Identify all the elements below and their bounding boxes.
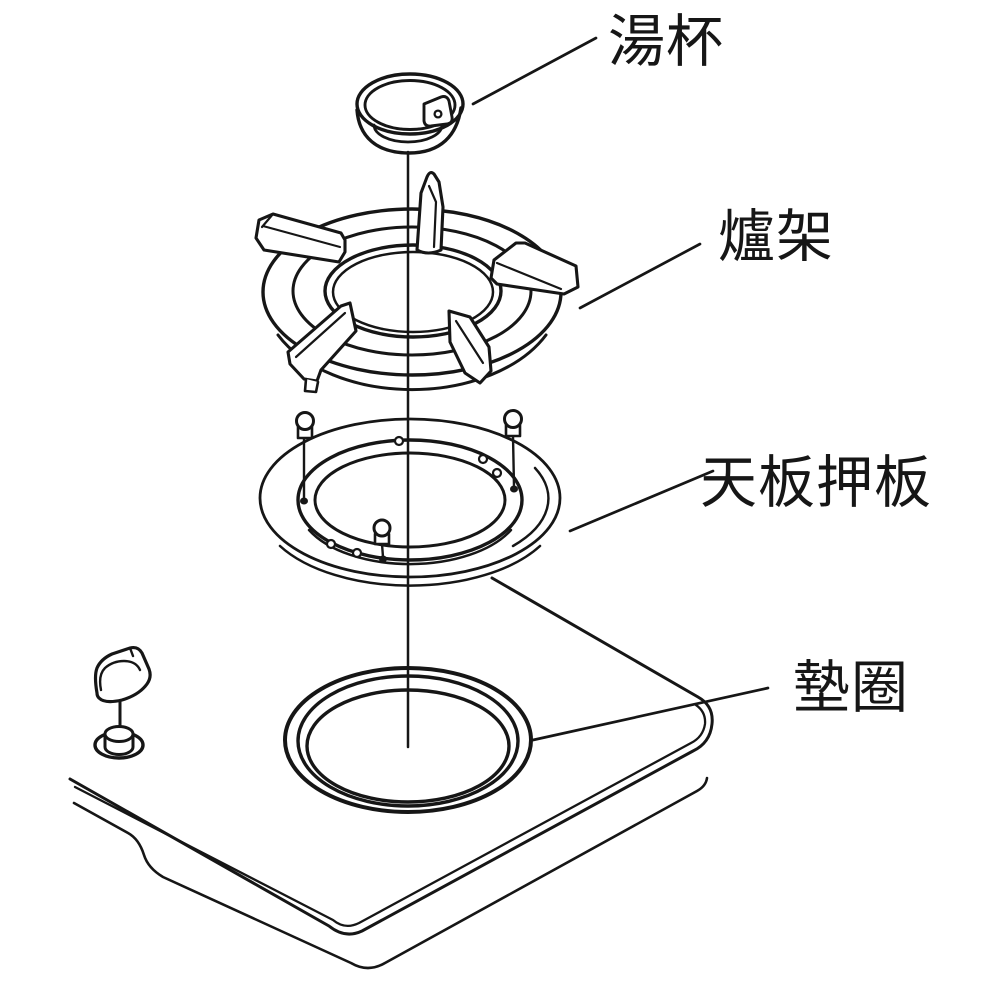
screw-shaft xyxy=(380,542,385,559)
plate-hole xyxy=(325,538,337,550)
plate-hole xyxy=(477,453,489,465)
prong-lower-left-foot xyxy=(303,377,320,394)
cup-tab-hole xyxy=(433,109,443,119)
screw-head xyxy=(295,411,315,431)
plate-outer-edge xyxy=(68,576,714,936)
leader-lines xyxy=(471,36,770,742)
cup-rim-outer xyxy=(355,72,465,136)
press-plate-outer-rim xyxy=(258,417,562,579)
screw-right xyxy=(503,409,523,493)
press-plate-holes xyxy=(325,435,503,559)
leader-press-plate xyxy=(568,469,715,533)
plate-hole xyxy=(491,467,503,479)
knob-body xyxy=(93,645,152,704)
screw-bottom xyxy=(372,518,392,563)
prong-lower-left-fold xyxy=(294,311,347,359)
leader-burner-grate xyxy=(578,242,702,310)
prong-top-fold xyxy=(427,184,438,249)
label-soup-cup: 湯杯 xyxy=(608,10,724,74)
screw-head xyxy=(503,409,523,429)
label-top-press-plate: 天板押板 xyxy=(700,451,932,515)
plate-thickness-edge xyxy=(72,776,709,970)
leader-gasket xyxy=(531,686,770,742)
prong-top xyxy=(415,171,445,255)
grate-inner-ring-2 xyxy=(331,250,495,334)
prong-upper-left-fold xyxy=(260,212,342,249)
screw-shaft xyxy=(511,434,516,489)
screw-tip xyxy=(300,497,308,505)
prong-right xyxy=(489,241,580,296)
press-plate-band-outer xyxy=(296,438,524,562)
control-knob xyxy=(93,645,152,760)
leader-soup-cup xyxy=(471,36,598,106)
burner-grate xyxy=(254,171,580,394)
plate-hole xyxy=(351,547,363,559)
prong-right-fold xyxy=(495,261,563,291)
screw-head xyxy=(372,518,392,538)
grate-inner-ring xyxy=(323,243,503,339)
prong-upper-left xyxy=(254,212,347,264)
press-plate xyxy=(258,409,562,587)
knob-base-cylinder-top xyxy=(103,725,135,743)
plate-hole xyxy=(393,435,405,447)
knob-top-notch xyxy=(128,646,135,658)
label-gasket: 墊圈 xyxy=(793,656,909,720)
prong-lower-right xyxy=(447,309,493,385)
prong-lower-right-fold xyxy=(454,319,485,365)
screw-tip xyxy=(510,485,518,493)
grate-middle-ring xyxy=(291,225,533,357)
cup-inner-bottom xyxy=(372,123,444,144)
label-burner-grate: 爐架 xyxy=(718,205,834,269)
plate-inner-edge xyxy=(73,703,707,928)
press-plate-outer-thickness xyxy=(278,544,542,587)
press-plate-band-inner xyxy=(313,451,507,549)
knob-face-line xyxy=(98,659,142,692)
grate-prongs xyxy=(254,171,580,394)
stove-top-plate xyxy=(68,576,714,970)
screw-left xyxy=(295,411,315,505)
press-plate-rim-break-arc xyxy=(511,466,550,548)
screw-tip xyxy=(379,555,387,563)
prong-lower-left xyxy=(286,301,358,383)
cup-rim-inner xyxy=(363,79,457,131)
soup-cup xyxy=(355,72,465,155)
